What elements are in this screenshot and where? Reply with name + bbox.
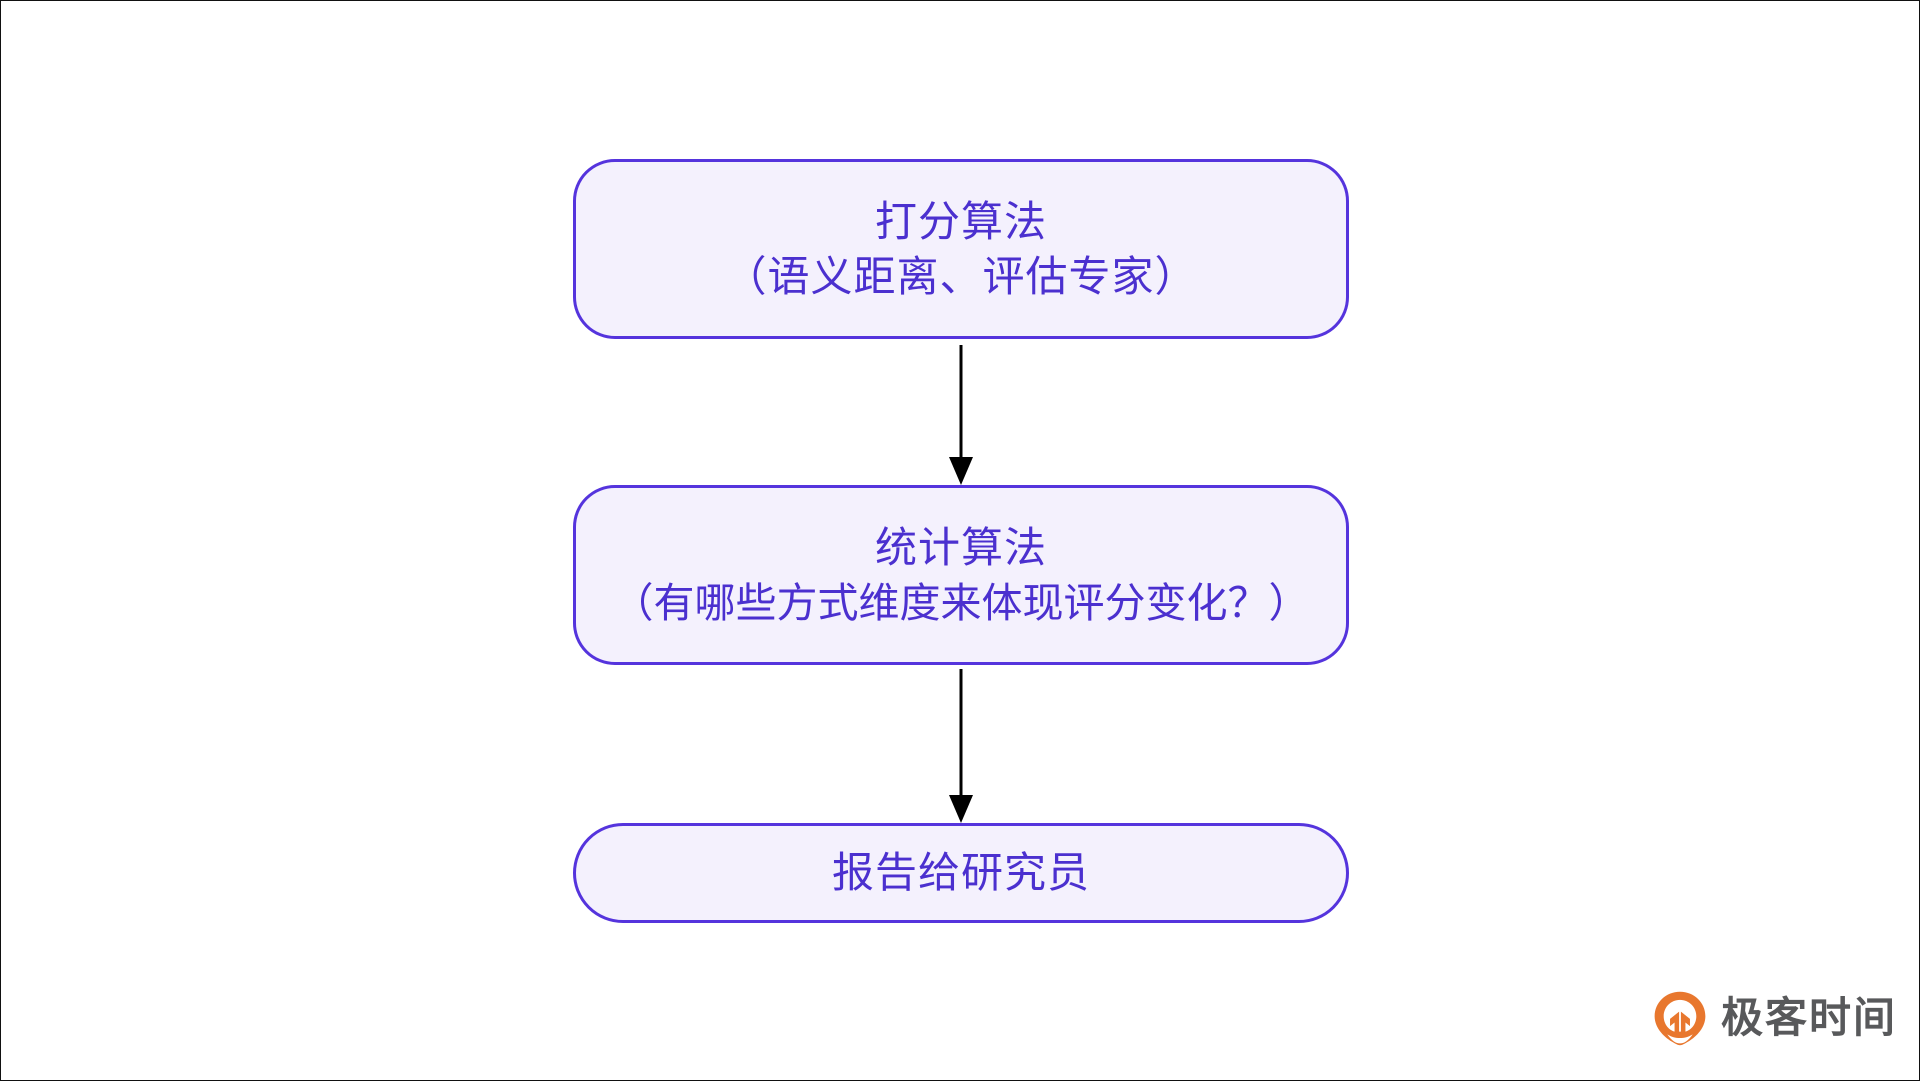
flow-node-statistics-algorithm-line1: 统计算法 [874,524,1047,572]
flow-node-report-to-researcher[interactable]: 报告给研究员 [573,823,1349,923]
flow-arrow-statistics-to-report [941,669,981,823]
flow-node-score-algorithm[interactable]: 打分算法 （语义距离、评估专家） [573,159,1349,339]
flow-node-statistics-algorithm[interactable]: 统计算法 （有哪些方式维度来体现评分变化？） [573,485,1349,665]
brand-logo: 极客时间 [1651,989,1897,1047]
arrow-down-icon [949,345,973,485]
flow-node-score-algorithm-line1: 打分算法 [874,197,1047,245]
brand-name-label: 极客时间 [1721,994,1898,1041]
flow-node-statistics-algorithm-line2: （有哪些方式维度来体现评分变化？） [612,579,1310,626]
geektime-pin-icon [1654,991,1706,1046]
arrow-down-icon [949,669,973,823]
flow-arrow-score-to-statistics [941,345,981,485]
flow-node-report-to-researcher-line1: 报告给研究员 [831,849,1090,897]
flow-node-score-algorithm-line2: （语义距离、评估专家） [724,253,1198,300]
